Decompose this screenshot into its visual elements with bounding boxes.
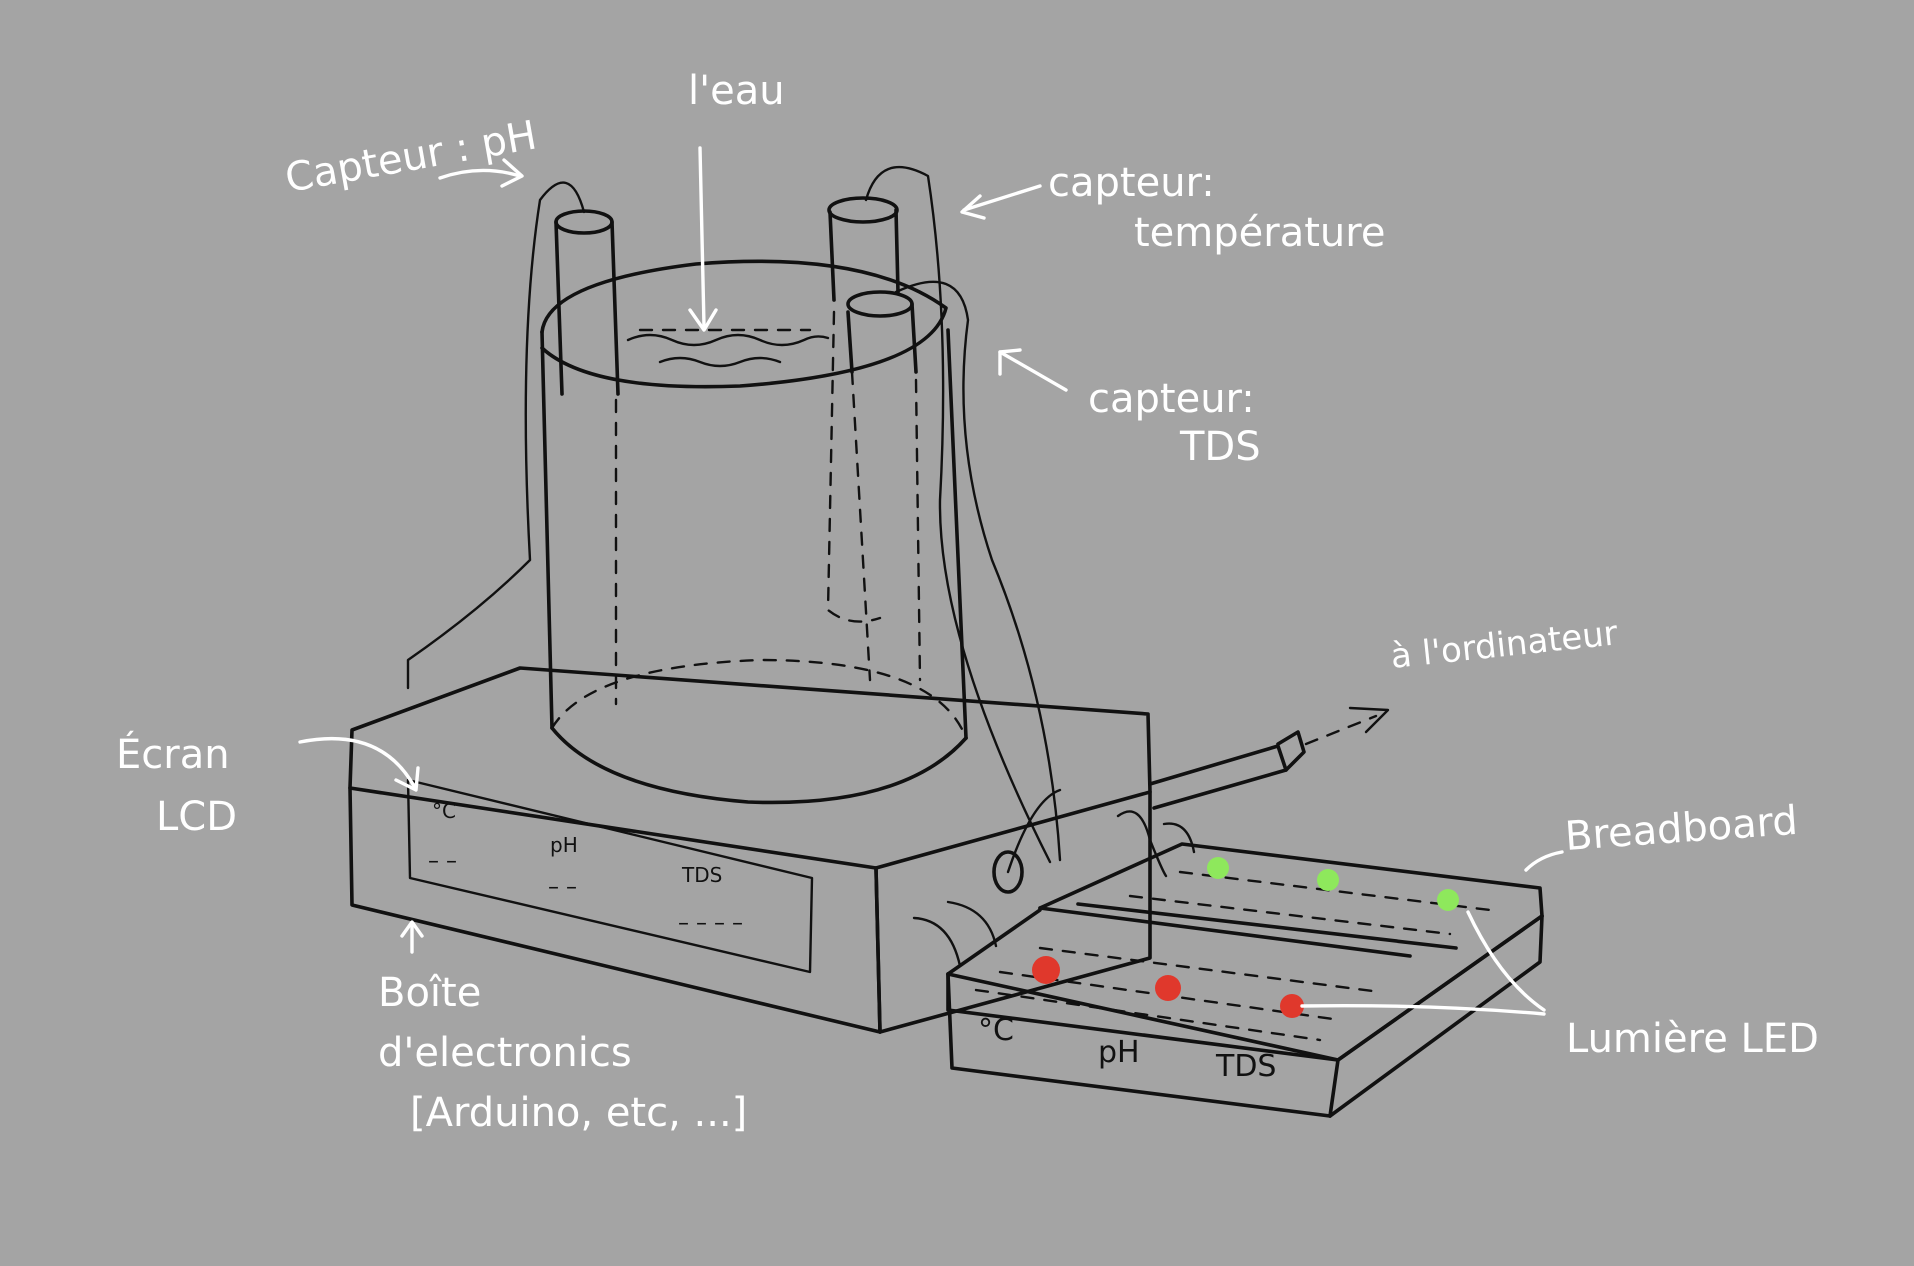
led-red-temp [1032, 956, 1060, 984]
ph-probe [556, 211, 618, 704]
label-tds-sensor-line1: capteur: [1088, 376, 1255, 422]
label-box-line1: Boîte [378, 970, 481, 1016]
breadboard-labels: °C pH TDS [978, 1013, 1276, 1084]
probe-cables [408, 167, 1060, 872]
usb-cable [1150, 708, 1388, 808]
label-temp-sensor-line2: température [1134, 210, 1385, 256]
lcd-ph-value: – – [548, 875, 577, 900]
label-breadboard: Breadboard [1563, 798, 1799, 860]
label-box-line3: [Arduino, etc, ...] [410, 1090, 747, 1136]
lcd-tds-value: – – – – [678, 911, 743, 936]
breadboard-temp-label: °C [978, 1013, 1014, 1048]
breadboard-ph-label: pH [1098, 1035, 1140, 1070]
led-green-ph [1317, 869, 1339, 891]
beaker [542, 261, 966, 802]
lcd-ph-label: pH [550, 833, 578, 857]
label-computer: à l'ordinateur [1389, 613, 1620, 677]
label-lcd-line1: Écran [116, 730, 230, 778]
label-temp-sensor-line1: capteur: [1048, 160, 1215, 206]
label-box-line2: d'electronics [378, 1030, 632, 1076]
breadboard-tds-label: TDS [1215, 1049, 1276, 1084]
label-tds-sensor-line2: TDS [1179, 424, 1261, 470]
led-green-tds [1437, 889, 1459, 911]
lcd-screen: °C pH TDS – – – – – – – – [408, 780, 812, 972]
led-red-ph [1155, 975, 1181, 1001]
led-green-temp [1207, 857, 1229, 879]
label-lcd-line2: LCD [156, 794, 237, 840]
lcd-tds-label: TDS [681, 863, 722, 887]
label-ph-sensor: Capteur : pH [282, 112, 540, 201]
annotation-arrows [300, 148, 1562, 1014]
label-water: l'eau [688, 68, 785, 114]
lcd-temp-unit: °C [432, 799, 456, 823]
lcd-temp-value: – – [428, 849, 457, 874]
annotations: l'eau Capteur : pH capteur: température … [116, 68, 1819, 1136]
label-led: Lumière LED [1566, 1016, 1819, 1062]
